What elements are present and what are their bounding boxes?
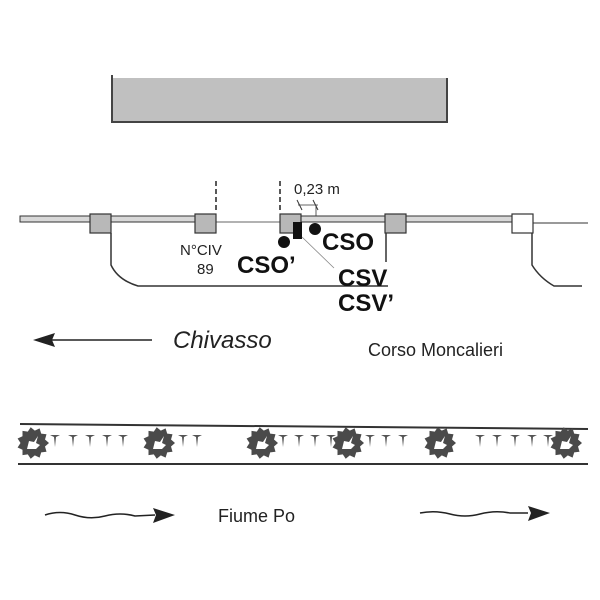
cso-prime-label: CSO’ (237, 252, 296, 279)
grass-tick-icon (294, 435, 304, 447)
dimension-tick-2 (312, 199, 319, 211)
tree-symbol-icon (332, 427, 364, 459)
fence-rail-4 (405, 215, 513, 223)
civic-number-value: 89 (197, 261, 214, 278)
grass-tick-icon (118, 435, 128, 447)
valve-block (293, 222, 302, 239)
grass-tick-icon (50, 435, 60, 447)
river-flow-line-right (419, 510, 528, 517)
grass-tick-icon (85, 435, 95, 447)
civic-number-label: N°CIV (180, 242, 222, 259)
distance-label: 0,23 m (294, 181, 340, 198)
pillar-2 (194, 213, 217, 234)
bank-line-top (19, 423, 589, 430)
grass-tick-icon (178, 435, 188, 447)
grass-tick-icon (492, 435, 502, 447)
tree-symbol-icon (143, 427, 175, 459)
grass-tick-icon (68, 435, 78, 447)
fence-rail-1 (19, 215, 93, 223)
building-outline (111, 75, 448, 123)
river-flow-line-left (44, 511, 156, 519)
grass-tick-icon (310, 435, 320, 447)
building (112, 78, 447, 122)
dimension-tick-1 (296, 199, 303, 211)
grass-tick-icon (475, 435, 485, 447)
csv-label: CSV (338, 265, 387, 292)
pillar-1 (89, 213, 112, 234)
curb-left (110, 233, 388, 287)
grass-tick-icon (527, 435, 537, 447)
tree-symbol-icon (246, 427, 278, 459)
wavy-arrow-right-icon (153, 508, 175, 523)
cso-dot (309, 223, 321, 235)
vegetation-strip (17, 427, 582, 459)
curb-right (531, 233, 582, 287)
grass-tick-icon (278, 435, 288, 447)
pillar-4 (384, 213, 407, 234)
wavy-arrow-right-icon (528, 506, 550, 521)
grass-tick-icon (326, 435, 336, 447)
tree-symbol-icon (17, 427, 49, 459)
grass-tick-icon (398, 435, 408, 447)
tree-symbol-icon (424, 427, 456, 459)
grass-tick-icon (381, 435, 391, 447)
cso-prime-dot (278, 236, 290, 248)
pillar-5-white (511, 213, 534, 234)
leader-line (301, 236, 335, 269)
grass-tick-icon (365, 435, 375, 447)
river-label: Fiume Po (218, 506, 295, 526)
arrow-left-icon (33, 333, 55, 347)
csv-prime-label: CSV’ (338, 290, 394, 317)
tree-symbol-icon (550, 427, 582, 459)
fence-rail-3 (300, 215, 387, 223)
grass-tick-icon (102, 435, 112, 447)
grass-tick-icon (192, 435, 202, 447)
grass-tick-icon (510, 435, 520, 447)
cso-label: CSO (322, 229, 374, 256)
street-label: Corso Moncalieri (368, 340, 503, 360)
direction-label: Chivasso (173, 327, 272, 354)
fence-rail-2 (110, 215, 196, 223)
grass-tick-icon (543, 435, 553, 447)
